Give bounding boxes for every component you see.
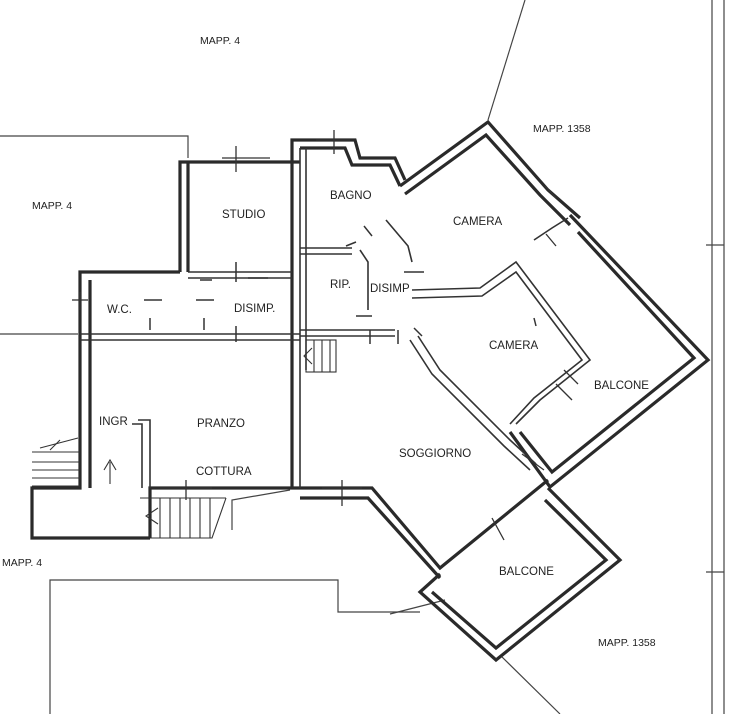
parcel-label-mapp1358-top: MAPP. 1358	[533, 123, 591, 135]
room-label-balcone-1: BALCONE	[594, 380, 649, 392]
door-dashes	[144, 225, 537, 344]
room-label-disimp-2: DISIMP.	[234, 303, 275, 315]
openings	[72, 130, 579, 541]
room-label-balcone-2: BALCONE	[499, 566, 554, 578]
room-label-rip: RIP.	[330, 279, 351, 291]
room-label-bagno: BAGNO	[330, 190, 372, 202]
stairs-left	[32, 437, 80, 487]
parcel-label-mapp1358-bottom: MAPP. 1358	[598, 637, 656, 649]
room-label-wc: W.C.	[107, 304, 132, 316]
room-label-soggiorno: SOGGIORNO	[399, 448, 471, 460]
stairs-inner	[303, 339, 337, 373]
outer-walls	[30, 119, 711, 663]
parcel-label-mapp4-left: MAPP. 4	[32, 200, 72, 212]
parcel-label-mapp4-top: MAPP. 4	[200, 35, 240, 47]
entrance-arrow	[103, 458, 117, 484]
room-label-disimp-1: DISIMP	[370, 283, 410, 295]
room-label-ingr: INGR	[99, 416, 128, 428]
room-label-cottura: COTTURA	[196, 466, 252, 478]
room-label-camera-2: CAMERA	[489, 340, 539, 352]
room-label-pranzo: PRANZO	[197, 418, 245, 430]
interior-walls	[80, 148, 592, 488]
stairs-bottom	[140, 497, 227, 539]
parcel-label-mapp4-bottom: MAPP. 4	[2, 557, 42, 569]
room-label-camera-1: CAMERA	[453, 216, 503, 228]
room-label-studio: STUDIO	[222, 209, 266, 221]
